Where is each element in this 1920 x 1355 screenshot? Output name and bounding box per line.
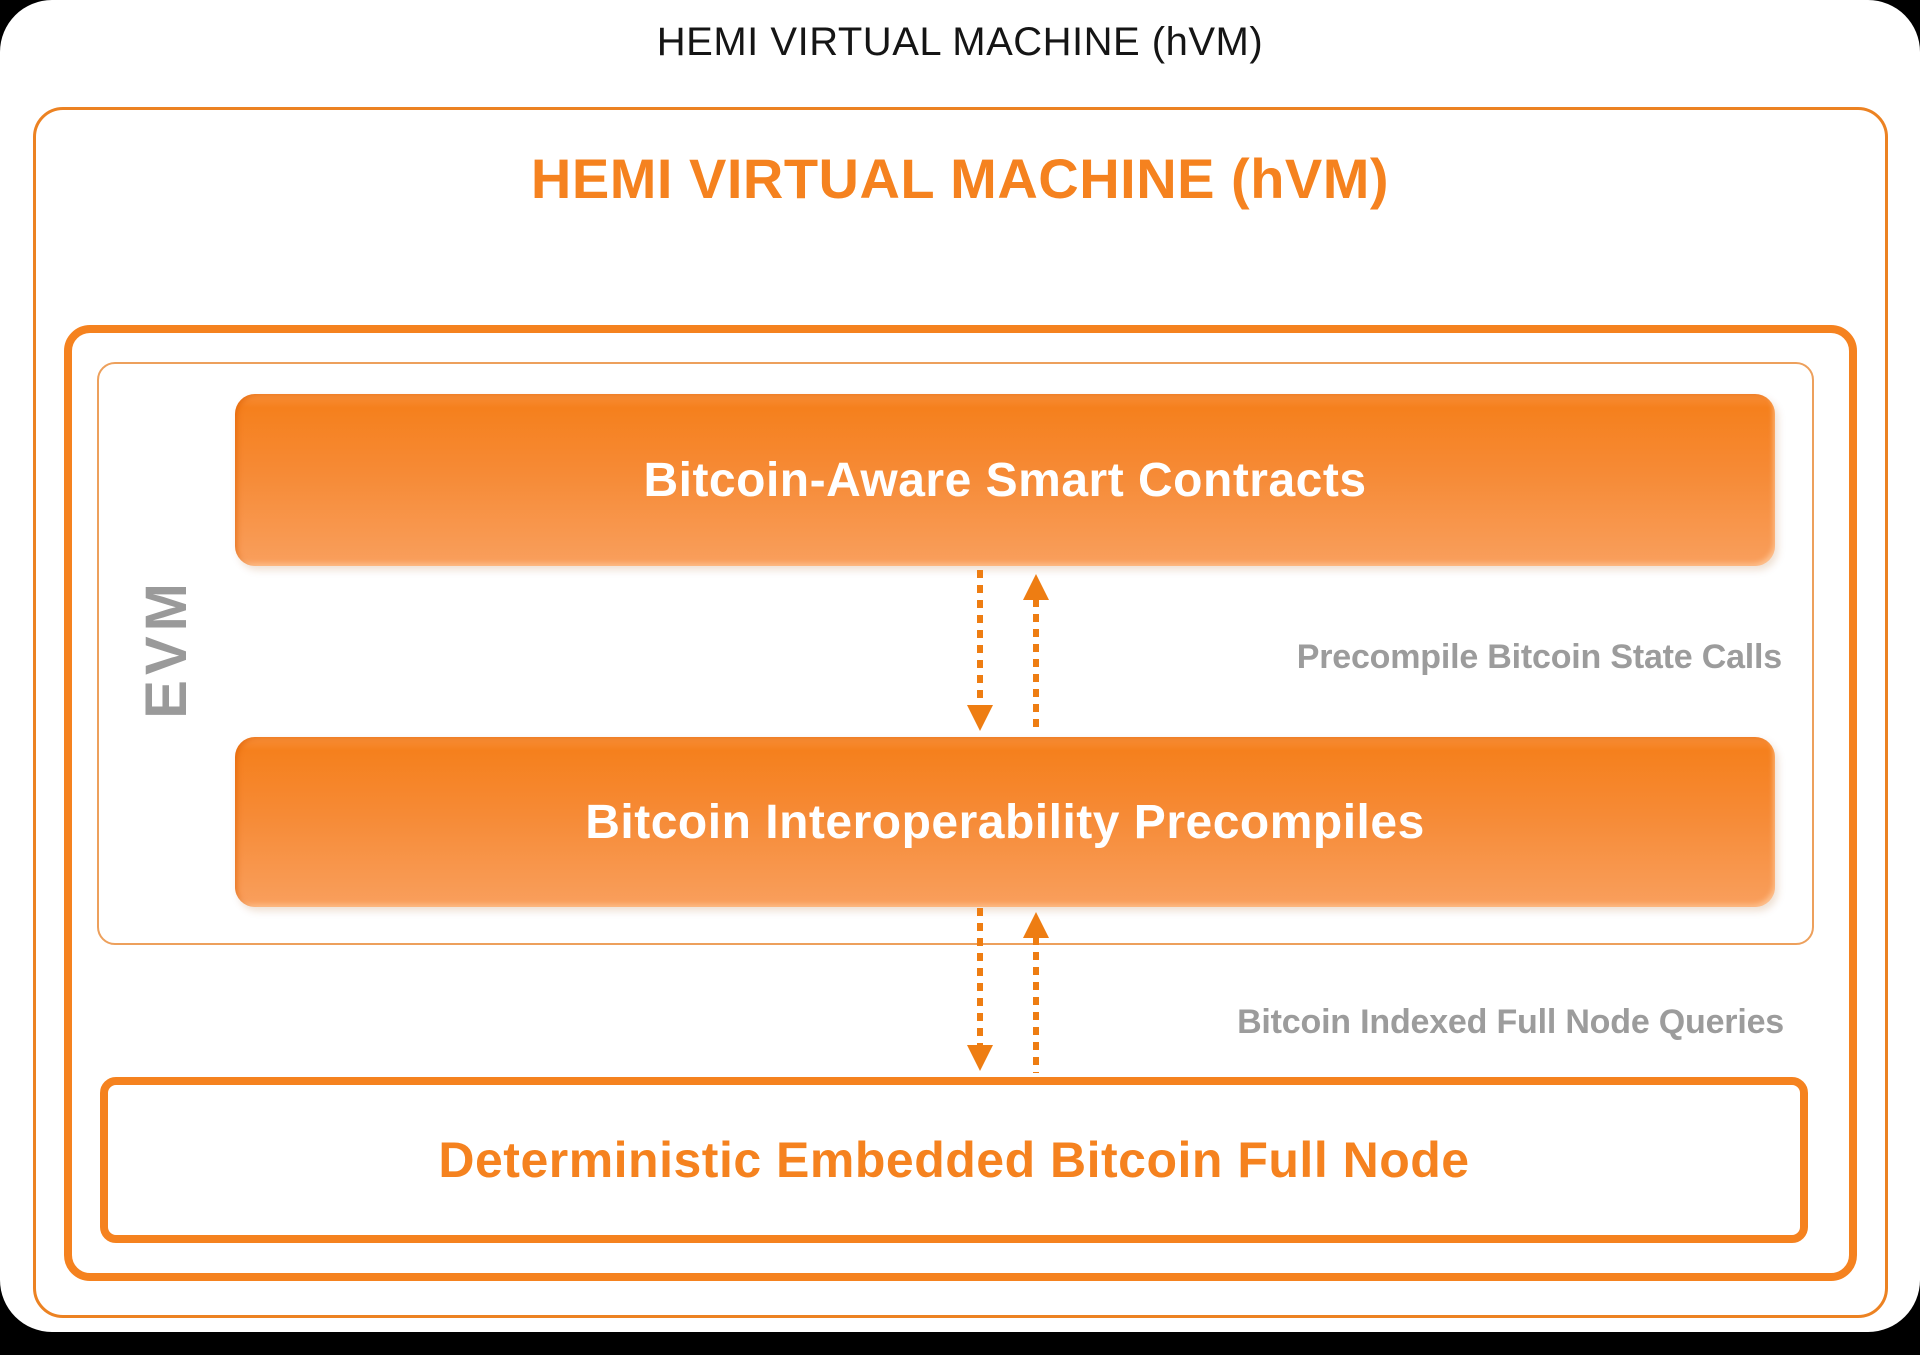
state-calls-connection-label: Precompile Bitcoin State Calls [1296, 638, 1782, 676]
smart-contracts-box: Bitcoin-Aware Smart Contracts [235, 394, 1775, 566]
full-node-box: Deterministic Embedded Bitcoin Full Node [100, 1077, 1808, 1243]
hvm-heading: HEMI VIRTUAL MACHINE (hVM) [530, 147, 1390, 210]
hvm-inner-container [64, 325, 1857, 1281]
node-queries-up-arrow-line [1033, 937, 1039, 1073]
full-node-label: Deterministic Embedded Bitcoin Full Node [438, 1132, 1470, 1188]
state-calls-down-arrow-icon [967, 705, 993, 731]
smart-contracts-label: Bitcoin-Aware Smart Contracts [643, 453, 1367, 507]
state-calls-up-arrow-icon [1023, 574, 1049, 600]
page-title: HEMI VIRTUAL MACHINE (hVM) [656, 20, 1264, 64]
hvm-outer-container [33, 107, 1888, 1318]
state-calls-down-arrow-line [977, 570, 983, 706]
node-queries-up-arrow-icon [1023, 912, 1049, 938]
precompiles-label: Bitcoin Interoperability Precompiles [585, 795, 1425, 849]
node-queries-down-arrow-icon [967, 1045, 993, 1071]
evm-container [97, 362, 1814, 945]
evm-label: EVM [134, 578, 199, 719]
node-queries-connection-label: Bitcoin Indexed Full Node Queries [1237, 1003, 1784, 1041]
precompiles-box: Bitcoin Interoperability Precompiles [235, 737, 1775, 907]
state-calls-up-arrow-line [1033, 599, 1039, 733]
node-queries-down-arrow-line [977, 908, 983, 1046]
